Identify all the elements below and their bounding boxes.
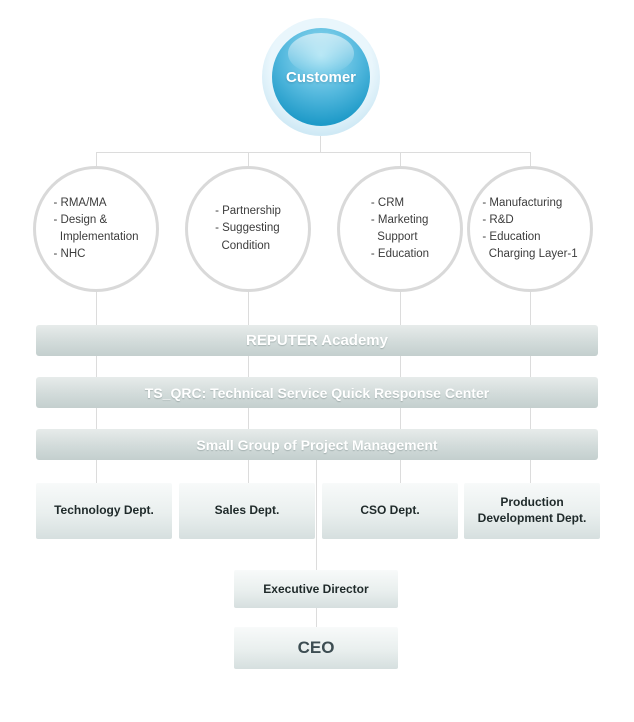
service-line: - Education xyxy=(482,231,541,243)
dept-cso-label: CSO Dept. xyxy=(360,503,420,518)
service-line: - R&D xyxy=(482,213,514,226)
executive-director-label: Executive Director xyxy=(263,582,369,596)
service-line: Charging Layer-1 xyxy=(482,248,578,261)
dept-production-development: Production Development Dept. xyxy=(464,483,600,539)
service-line: - Partnership xyxy=(215,205,281,218)
connector-line-column-2 xyxy=(248,152,249,483)
dept-cso: CSO Dept. xyxy=(322,483,458,539)
service-line: - Marketing xyxy=(370,213,429,226)
service-circle-production: - Manufacturing - R&D - Education Chargi… xyxy=(467,166,593,292)
connector-line-customer-drop xyxy=(320,136,321,152)
bar-small-group-label: Small Group of Project Management xyxy=(196,436,438,453)
service-line: Implementation xyxy=(53,231,139,243)
service-line: - NHC xyxy=(53,248,86,261)
customer-node: Customer xyxy=(262,18,380,136)
service-circle-cso-text: - CRM - Marketing Support - Education xyxy=(371,195,429,264)
service-line: Support xyxy=(370,231,418,243)
connector-line-center xyxy=(316,460,317,627)
service-circle-sales: - Partnership - Suggesting Condition xyxy=(185,166,311,292)
service-line: - CRM xyxy=(370,196,405,209)
ceo-box: CEO xyxy=(234,627,398,669)
bar-ts-qrc-label: TS_QRC: Technical Service Quick Response… xyxy=(144,384,490,401)
dept-production-development-label: Production Development Dept. xyxy=(477,495,587,525)
dept-technology: Technology Dept. xyxy=(36,483,172,539)
executive-director-box: Executive Director xyxy=(234,570,398,608)
customer-label: Customer xyxy=(285,68,356,86)
bar-small-group: Small Group of Project Management xyxy=(36,429,598,460)
service-line: Condition xyxy=(215,239,271,252)
dept-technology-label: Technology Dept. xyxy=(54,503,154,518)
bar-reputer-academy-label: REPUTER Academy xyxy=(246,332,388,349)
connector-line-column-1 xyxy=(96,152,97,483)
connector-line-top-horizontal xyxy=(96,152,530,153)
service-line: - Design & xyxy=(53,213,108,226)
service-line: - RMA/MA xyxy=(53,196,107,209)
service-line: - Suggesting xyxy=(215,222,280,235)
bar-ts-qrc: TS_QRC: Technical Service Quick Response… xyxy=(36,377,598,408)
service-circle-sales-text: - Partnership - Suggesting Condition xyxy=(215,203,281,255)
service-line: - Education xyxy=(370,248,430,261)
ceo-label: CEO xyxy=(297,638,335,657)
dept-sales: Sales Dept. xyxy=(179,483,315,539)
connector-line-column-4 xyxy=(530,152,531,483)
connector-line-column-3 xyxy=(400,152,401,483)
service-circle-technology: - RMA/MA - Design & Implementation - NHC xyxy=(33,166,159,292)
dept-sales-label: Sales Dept. xyxy=(214,503,280,518)
customer-sphere: Customer xyxy=(272,28,370,126)
service-circle-production-text: - Manufacturing - R&D - Education Chargi… xyxy=(482,195,577,264)
service-circle-technology-text: - RMA/MA - Design & Implementation - NHC xyxy=(53,195,138,264)
service-circle-cso: - CRM - Marketing Support - Education xyxy=(337,166,463,292)
bar-reputer-academy: REPUTER Academy xyxy=(36,325,598,356)
service-line: - Manufacturing xyxy=(482,196,563,209)
